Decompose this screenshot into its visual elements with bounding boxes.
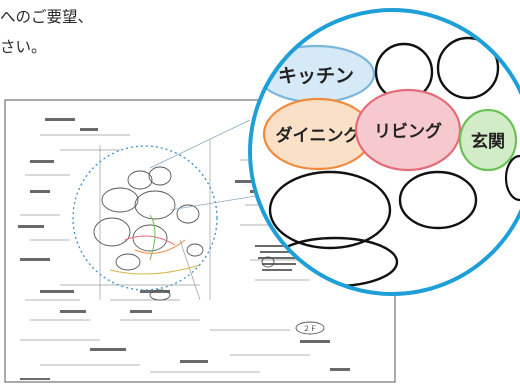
kitchen-label: キッチン <box>278 65 354 87</box>
zoom-bubble: キッチン ダイニング リビング 玄関 <box>248 8 520 296</box>
intro-text: へのご要望、 さい。 <box>0 2 150 62</box>
plan-note: ２Ｆ <box>303 325 317 333</box>
living-label: リビング <box>374 121 442 142</box>
zoom-bubble-border <box>248 8 520 296</box>
entrance-bubble <box>458 108 518 172</box>
intro-line-2: さい。 <box>0 38 47 56</box>
dining-label: ダイニング <box>276 125 361 146</box>
intro-line-1: へのご要望、 <box>0 8 94 26</box>
focus-dotted-circle <box>72 145 218 291</box>
living-bubble <box>354 88 462 172</box>
entrance-label: 玄関 <box>471 131 505 152</box>
